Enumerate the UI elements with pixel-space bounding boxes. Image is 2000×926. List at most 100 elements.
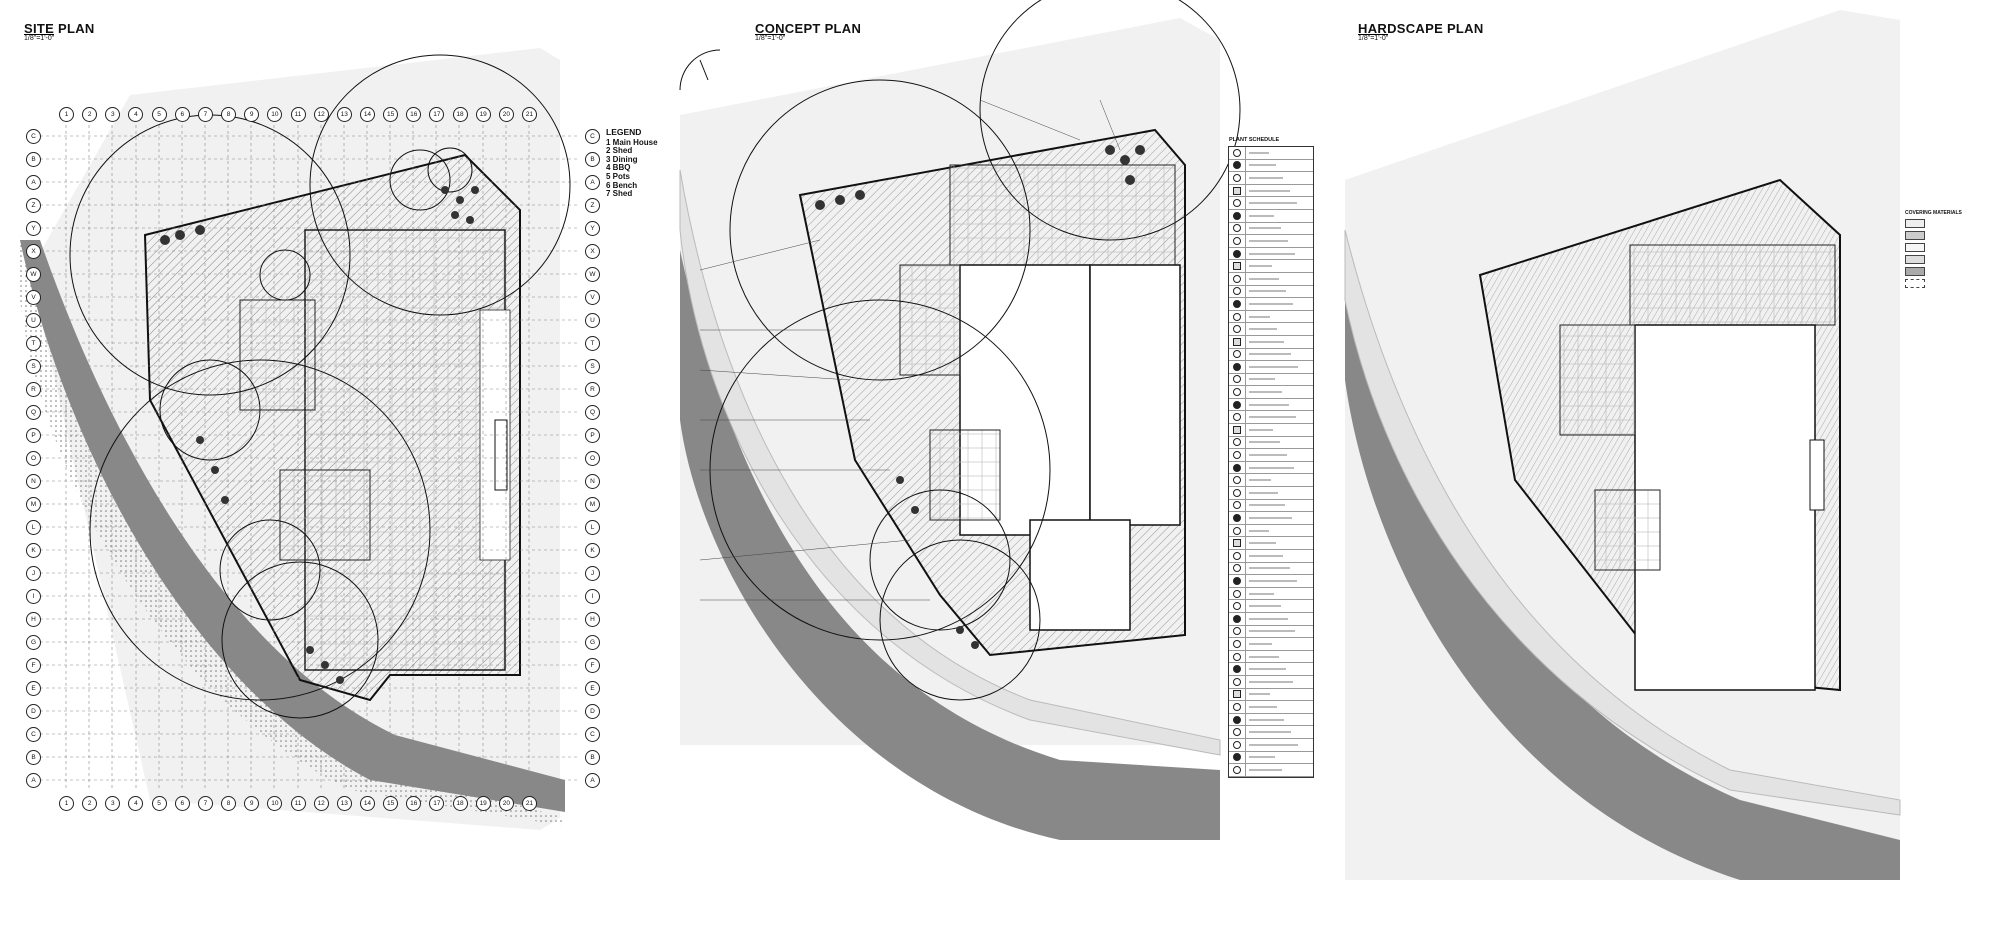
plant-symbol (1229, 562, 1246, 575)
legend: LEGEND 1 Main House 2 Shed 3 Dining 4 BB… (606, 128, 658, 199)
grid-column-label: 17 (429, 107, 445, 122)
grid-column-label: 17 (429, 796, 445, 811)
grid-column-label: 4 (128, 107, 144, 122)
plant-schedule-row (1229, 575, 1313, 588)
plant-schedule-row (1229, 373, 1313, 387)
grid-column-label: 7 (197, 796, 213, 811)
grid-row-label: Z (26, 198, 41, 213)
grid-row-label: T (26, 336, 41, 351)
plant-name-cell (1246, 579, 1313, 583)
plant-schedule-row (1229, 147, 1313, 160)
plant-schedule-row (1229, 512, 1313, 525)
grid-column-label: 1 (59, 796, 74, 811)
plant-name-cell (1246, 302, 1313, 306)
grid-row-label: D (26, 704, 41, 719)
plant-symbol (1229, 298, 1246, 310)
grid-row-label: L (585, 520, 600, 535)
grid-column-label: 10 (267, 796, 283, 811)
plant-name-cell (1246, 604, 1313, 608)
plant-name-cell (1246, 541, 1313, 545)
plant-schedule-row (1229, 587, 1313, 601)
grid-row-label: P (26, 428, 41, 443)
grid-column-label: 14 (359, 796, 375, 811)
grid-column-label: 5 (151, 107, 167, 122)
grid-column-label: 9 (244, 796, 260, 811)
plant-symbol (1229, 587, 1246, 600)
plant-symbol (1229, 386, 1246, 398)
concept-plan-scale: 1/8"=1'-0" (755, 34, 786, 42)
grid-column-label: 18 (452, 107, 468, 122)
upper-patio (1629, 244, 1836, 326)
grid-column-label: 21 (522, 796, 537, 811)
grid-column-label: 14 (359, 107, 375, 122)
sidewalk (1344, 229, 1901, 816)
plant-name-cell (1246, 642, 1313, 646)
plant-name-cell (1246, 680, 1313, 684)
plant-symbol (1229, 323, 1246, 335)
grid-column-label: 8 (221, 796, 237, 811)
grid-row-label: Q (585, 405, 600, 420)
plant-symbol (1229, 625, 1246, 638)
plant-symbol (1229, 172, 1246, 184)
plant-schedule-row (1229, 260, 1313, 273)
grid-row-label: D (585, 704, 600, 719)
plant-schedule-row (1229, 461, 1313, 475)
plant-name-cell (1246, 252, 1313, 256)
shrub-masses (815, 145, 1145, 649)
grid-column-label: 15 (383, 107, 399, 122)
grid-row-label: F (26, 658, 41, 673)
grid-column-label: 10 (267, 107, 283, 122)
plant-name-cell (1246, 428, 1313, 432)
plant-name-cell (1246, 377, 1313, 381)
plant-schedule-row (1229, 675, 1313, 689)
plant-symbol (1229, 638, 1246, 650)
plant-name-cell (1246, 226, 1313, 230)
grid-column-label: 20 (498, 107, 514, 122)
plant-name-cell (1246, 390, 1313, 394)
grid-row-label: U (585, 313, 600, 328)
plant-name-cell (1246, 201, 1313, 205)
tree-canopies (709, 0, 1241, 701)
grid-row-label: C (26, 727, 41, 742)
plant-name-cell (1246, 440, 1313, 444)
plant-symbol (1229, 474, 1246, 487)
shrub-masses (160, 186, 479, 684)
plant-schedule-row (1229, 323, 1313, 336)
legend-item: 5 Pots (606, 171, 631, 181)
plant-name-cell (1246, 529, 1313, 533)
grid-row-label: A (26, 175, 41, 190)
grid-row-label: U (26, 313, 41, 328)
plant-symbol (1229, 550, 1246, 562)
grid-row-label: Z (585, 198, 600, 213)
north-arrow (679, 49, 721, 91)
grid-column-label: 12 (313, 796, 329, 811)
plant-name-cell (1246, 491, 1313, 495)
plant-symbol (1229, 272, 1246, 285)
plant-schedule-row (1229, 172, 1313, 185)
plant-name-cell (1246, 592, 1313, 596)
site-plan-drawing (20, 48, 580, 830)
plant-symbol (1229, 197, 1246, 209)
grid-column-label: 16 (406, 107, 422, 122)
garage (1029, 519, 1131, 631)
legend-item: 6 Bench (606, 180, 638, 190)
plant-schedule-row (1229, 424, 1313, 437)
plant-name-cell (1246, 415, 1313, 419)
grid-column-label: 3 (105, 107, 121, 122)
plant-schedule-row (1229, 159, 1313, 173)
grid-column-label: 12 (313, 107, 329, 122)
grid-row-label: A (585, 773, 600, 788)
plant-schedule-row (1229, 738, 1313, 752)
covering-materials: COVERING MATERIALS (1905, 210, 1983, 291)
plant-symbol (1229, 398, 1246, 411)
plant-symbol (1229, 688, 1246, 701)
plant-schedule-row (1229, 335, 1313, 349)
hardscape-plan-panel: HARDSCAPE PLAN 1/8"=1'-0" COVERING MATER… (1340, 0, 2000, 926)
plant-schedule-row (1229, 310, 1313, 324)
road (680, 250, 1220, 840)
bench (494, 419, 508, 491)
plant-schedule-title: PLANT SCHEDULE (1229, 137, 1280, 143)
grid-row-label: T (585, 336, 600, 351)
plant-symbol (1229, 713, 1246, 726)
survey-grid (40, 125, 580, 790)
